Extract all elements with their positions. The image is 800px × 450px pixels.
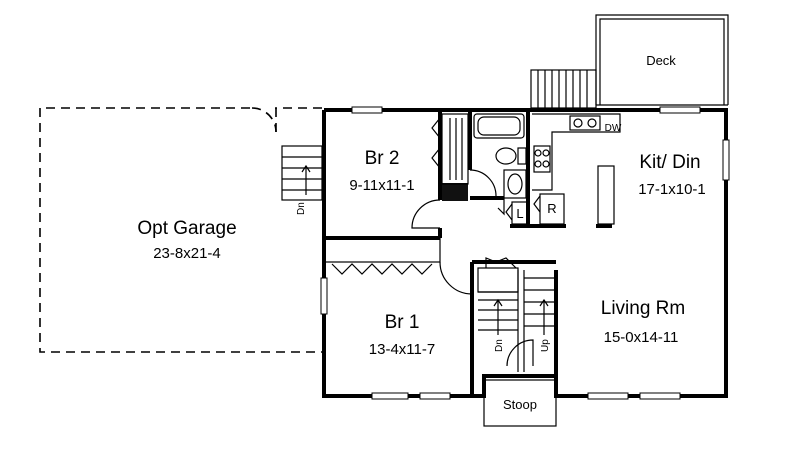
- main-stairs-up-label: Up: [540, 339, 551, 352]
- br1-closet: [331, 263, 433, 275]
- br1-dimensions: 13-4x11-7: [369, 341, 435, 358]
- main-stairs: [477, 257, 556, 372]
- doors: [411, 169, 534, 367]
- laundry-label: L: [516, 206, 523, 221]
- br1-name: Br 1: [385, 312, 420, 333]
- kitchen-cabinets: [505, 113, 621, 225]
- garage-stairs-down-label: Dn: [296, 202, 307, 215]
- windows: [320, 106, 730, 400]
- garage-name: Opt Garage: [137, 218, 236, 239]
- hall-chase: [442, 183, 468, 201]
- garage-dimensions: 23-8x21-4: [153, 245, 221, 262]
- dishwasher-label: DW: [605, 123, 622, 134]
- kitchen-dimensions: 17-1x10-1: [638, 181, 706, 198]
- deck-stairs: [530, 69, 597, 109]
- garage-steps: [281, 145, 323, 201]
- br2-closet: [431, 113, 469, 185]
- kitchen-name: Kit/ Din: [639, 152, 700, 173]
- br2-name: Br 2: [365, 148, 400, 169]
- main-stairs-down-label: Dn: [494, 339, 505, 352]
- living-room-name: Living Rm: [601, 298, 685, 319]
- bathroom-fixtures: [473, 113, 527, 199]
- stoop-name: Stoop: [503, 397, 537, 412]
- deck-outline: [595, 14, 729, 106]
- kitchen-island: [597, 165, 615, 225]
- refrigerator-label: R: [547, 201, 556, 216]
- br2-dimensions: 9-11x11-1: [349, 177, 414, 194]
- living-room-dimensions: 15-0x14-11: [604, 329, 679, 346]
- interior-walls: [323, 110, 612, 396]
- deck-name: Deck: [646, 53, 676, 68]
- stoop-outline: [483, 379, 557, 427]
- garage-outline: [39, 107, 322, 353]
